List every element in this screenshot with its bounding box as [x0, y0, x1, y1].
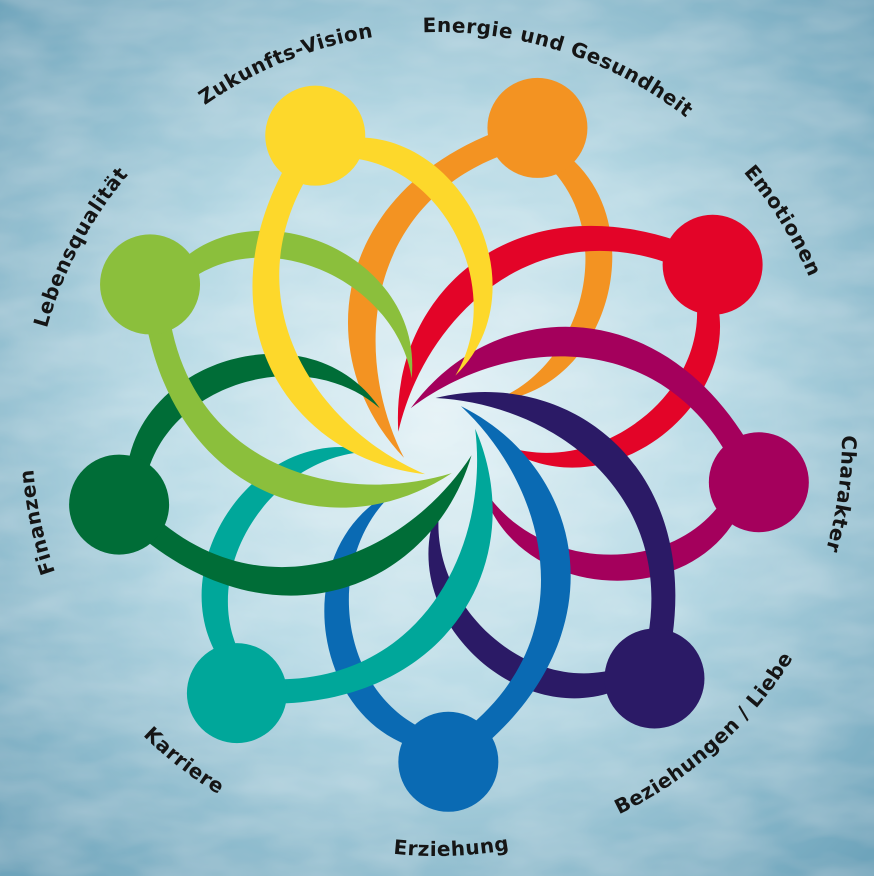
figure-arm-right: [201, 447, 375, 660]
figure-arm-left: [147, 312, 452, 508]
figure-arm-left: [435, 392, 676, 646]
figure-zukunfts-vision: [252, 85, 493, 475]
figure-arm-right: [500, 294, 721, 468]
figure-lebensqualitaet: [100, 230, 452, 508]
figure-arm-left: [145, 455, 472, 596]
figures-group: [69, 77, 809, 812]
figure-karriere: [186, 428, 493, 744]
figure-head: [708, 432, 809, 533]
figure-arm-left: [410, 326, 747, 463]
figure-arm-right: [428, 500, 623, 699]
figure-head: [662, 214, 763, 315]
figure-head: [186, 643, 287, 744]
figure-head: [398, 711, 499, 812]
figure-beziehungen-liebe: [428, 392, 705, 729]
figure-arm-left: [252, 167, 426, 475]
figure-arm-right: [184, 230, 413, 379]
figure-head: [100, 234, 201, 335]
figure-arm-left: [397, 225, 679, 432]
figure-arm-right: [341, 137, 493, 376]
figure-head: [487, 77, 588, 178]
figure-arm-left: [347, 132, 513, 458]
figure-head: [265, 85, 366, 186]
figure-head: [69, 454, 170, 555]
figure-head: [604, 628, 705, 729]
figure-arm-left: [267, 428, 493, 704]
figure-arm-left: [460, 406, 571, 743]
figure-emotionen: [397, 214, 763, 468]
